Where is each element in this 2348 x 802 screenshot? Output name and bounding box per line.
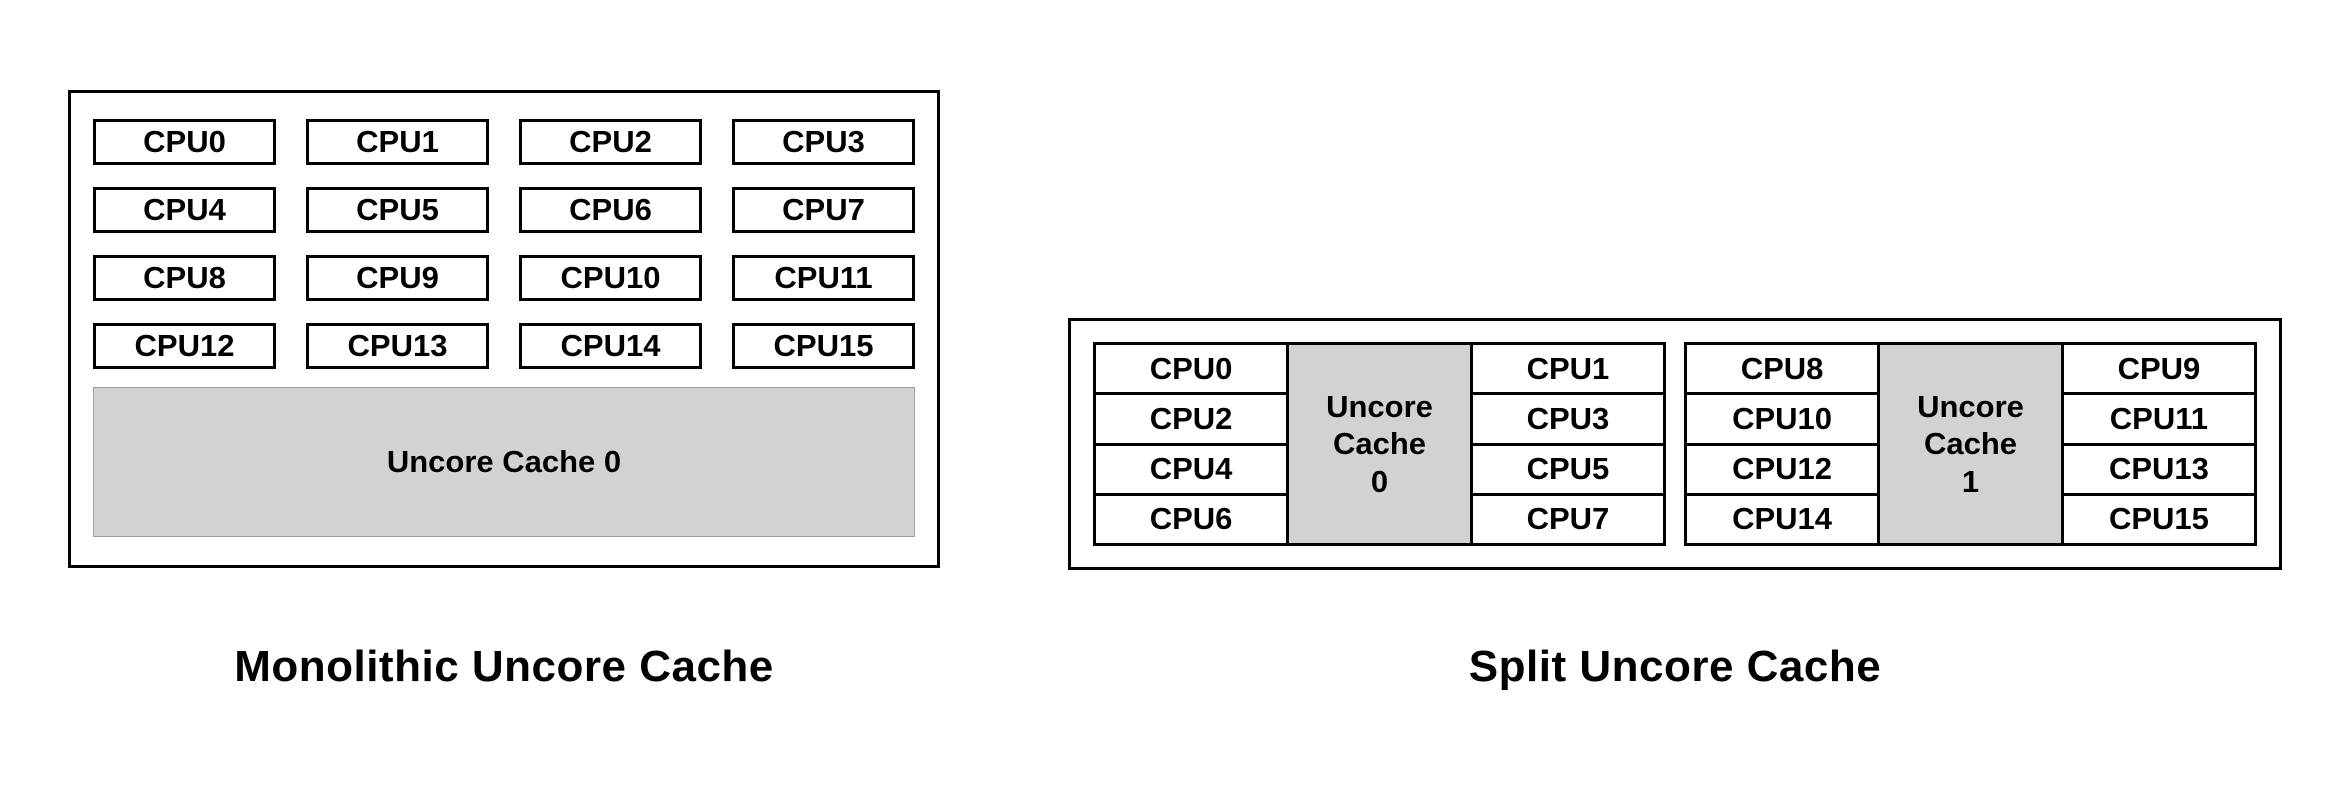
cpu-box: CPU9: [306, 255, 489, 301]
split-cluster-1: CPU8 CPU10 CPU12 CPU14 Uncore Cache 1 CP…: [1684, 342, 2257, 546]
cpu-box: CPU15: [732, 323, 915, 369]
cpu-cell: CPU5: [1472, 445, 1663, 493]
cpu-box: CPU13: [306, 323, 489, 369]
cpu-cell: CPU14: [1687, 495, 1878, 543]
monolithic-caption: Monolithic Uncore Cache: [234, 642, 774, 691]
cpu-box: CPU4: [93, 187, 276, 233]
cpu-box: CPU8: [93, 255, 276, 301]
uncore-cache-line: Uncore: [1917, 389, 2024, 425]
cpu-box: CPU2: [519, 119, 702, 165]
split-diagram: CPU0 CPU2 CPU4 CPU6 Uncore Cache 0 CPU1 …: [1068, 318, 2282, 570]
cpu-cell: CPU10: [1687, 395, 1878, 443]
cpu-box: CPU14: [519, 323, 702, 369]
cpu-cell: CPU6: [1096, 495, 1287, 543]
cpu-box: CPU1: [306, 119, 489, 165]
cpu-box: CPU6: [519, 187, 702, 233]
split-cluster-0: CPU0 CPU2 CPU4 CPU6 Uncore Cache 0 CPU1 …: [1093, 342, 1666, 546]
cpu-cell: CPU8: [1687, 345, 1878, 393]
cpu-cell: CPU7: [1472, 495, 1663, 543]
monolithic-diagram: CPU0 CPU1 CPU2 CPU3 CPU4 CPU5 CPU6 CPU7 …: [68, 90, 940, 568]
cpu-cell: CPU1: [1472, 345, 1663, 393]
cpu-box: CPU7: [732, 187, 915, 233]
split-caption: Split Uncore Cache: [1468, 642, 1882, 691]
cpu-box: CPU10: [519, 255, 702, 301]
uncore-cache-line: 1: [1961, 463, 1980, 499]
monolithic-cpu-grid: CPU0 CPU1 CPU2 CPU3 CPU4 CPU5 CPU6 CPU7 …: [93, 119, 915, 369]
cpu-cell: CPU3: [1472, 395, 1663, 443]
cpu-cell: CPU13: [2063, 445, 2254, 493]
cpu-cell: CPU0: [1096, 345, 1287, 393]
uncore-cache-line: Cache: [1332, 426, 1427, 462]
uncore-cache-line: Cache: [1923, 426, 2018, 462]
cpu-cell: CPU2: [1096, 395, 1287, 443]
cpu-box: CPU3: [732, 119, 915, 165]
cpu-box: CPU12: [93, 323, 276, 369]
cpu-box: CPU0: [93, 119, 276, 165]
cpu-box: CPU11: [732, 255, 915, 301]
cpu-cell: CPU9: [2063, 345, 2254, 393]
cpu-box: CPU5: [306, 187, 489, 233]
uncore-cache-0-box: Uncore Cache 0: [93, 387, 915, 537]
cpu-cell: CPU12: [1687, 445, 1878, 493]
uncore-cache-0-cell: Uncore Cache 0: [1289, 345, 1470, 543]
uncore-cache-1-cell: Uncore Cache 1: [1880, 345, 2061, 543]
cpu-cell: CPU11: [2063, 395, 2254, 443]
uncore-cache-line: 0: [1370, 463, 1389, 499]
cpu-cell: CPU4: [1096, 445, 1287, 493]
cpu-cell: CPU15: [2063, 495, 2254, 543]
uncore-cache-line: Uncore: [1326, 389, 1433, 425]
